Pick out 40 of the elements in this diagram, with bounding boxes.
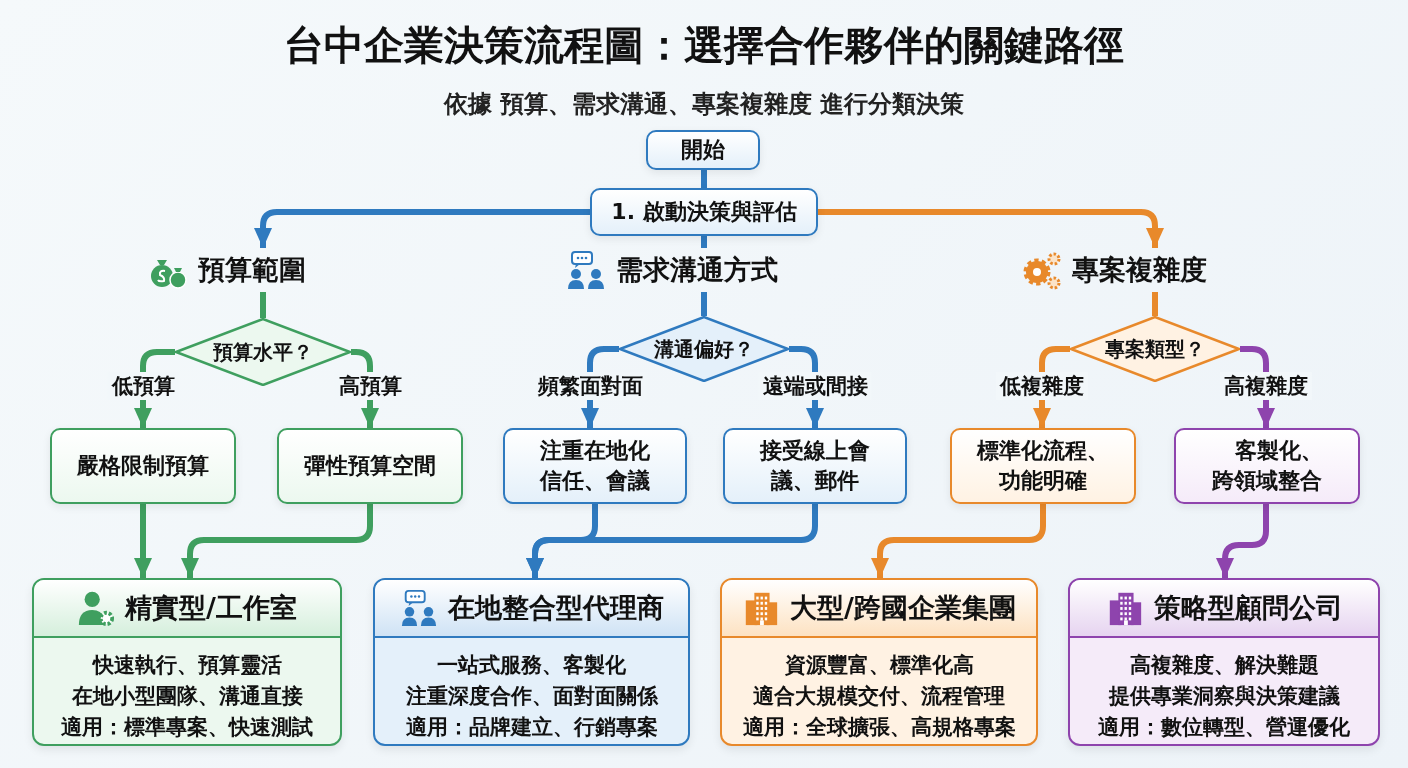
card-text: 適用：標準專案、快速測試 xyxy=(60,714,314,741)
category-heading: 需求溝通方式 xyxy=(616,253,778,287)
card-text: 適用：品牌建立、行銷專案 xyxy=(404,714,659,741)
arrow xyxy=(871,504,1046,578)
arrow xyxy=(526,504,818,578)
title: 台中企業決策流程圖：選擇合作夥伴的關鍵路徑 xyxy=(283,21,1125,70)
result-card xyxy=(373,578,690,746)
arrow xyxy=(818,209,1164,248)
process-box: 1. 啟動決策與評估 xyxy=(590,188,818,236)
card-title: 在地整合型代理商 xyxy=(447,591,664,625)
arrow xyxy=(134,504,152,578)
option-box: 注重在地化信任、會議 xyxy=(503,428,687,504)
card-text: 快速執行、預算靈活 xyxy=(91,652,283,679)
option-box: 嚴格限制預算 xyxy=(50,428,236,504)
option-box: 彈性預算空間 xyxy=(277,428,463,504)
option-box: 客製化、跨領域整合 xyxy=(1174,428,1360,504)
card-text: 資源豐富、標準化高 xyxy=(783,652,975,679)
arrow xyxy=(1216,504,1269,578)
option-box: 標準化流程、功能明確 xyxy=(950,428,1136,504)
category-heading: 預算範圍 xyxy=(198,253,306,287)
card-text: 高複雜度、解決難題 xyxy=(1128,652,1320,679)
start-box: 開始 xyxy=(646,130,760,170)
option-box: 接受線上會議、郵件 xyxy=(723,428,907,504)
result-card xyxy=(1068,578,1380,746)
card-title: 精實型/工作室 xyxy=(125,591,297,625)
card-title: 大型/跨國企業集團 xyxy=(790,591,1016,625)
arrow xyxy=(254,209,590,248)
card-text: 適用：全球擴張、高規格專案 xyxy=(741,714,1017,741)
result-card xyxy=(720,578,1038,746)
result-card xyxy=(32,578,342,746)
category-heading: 專案複雜度 xyxy=(1072,253,1207,287)
subtitle: 依據 預算、需求溝通、專案複雜度 進行分類決策 xyxy=(442,89,966,120)
card-text: 一站式服務、客製化 xyxy=(436,652,627,679)
card-text: 適用：數位轉型、營運優化 xyxy=(1097,714,1351,741)
card-text: 在地小型團隊、溝通直接 xyxy=(70,683,304,710)
arrow xyxy=(181,504,373,578)
card-text: 提供專業洞察與決策建議 xyxy=(1107,683,1341,710)
card-text: 注重深度合作、面對面關係 xyxy=(404,683,659,710)
card-text: 適合大規模交付、流程管理 xyxy=(752,683,1006,710)
card-title: 策略型顧問公司 xyxy=(1153,591,1343,625)
